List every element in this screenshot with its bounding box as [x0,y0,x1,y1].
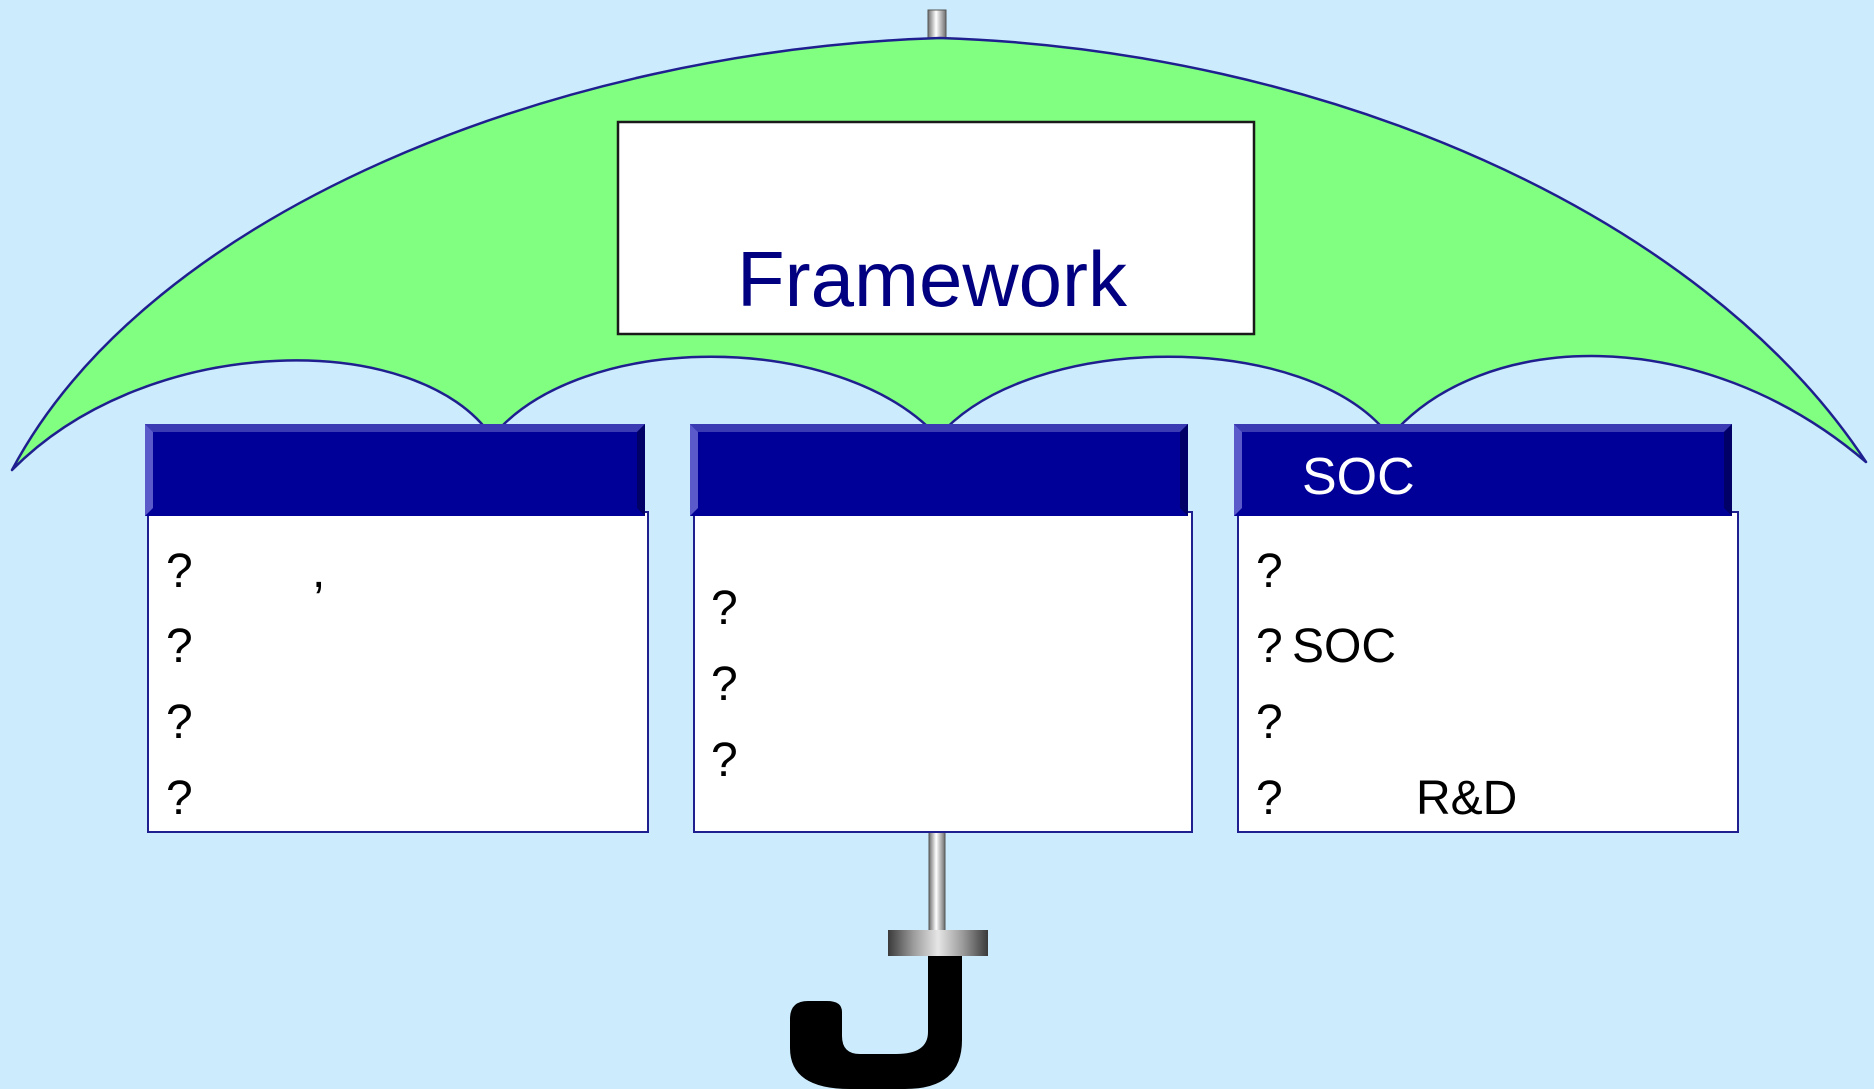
list-item-bullet: ? [1256,620,1283,673]
panel-right-header [1234,424,1732,516]
panel-right-header-label: SOC [1302,448,1415,506]
list-item-bullet: ? [166,620,193,673]
panel-middle-header [690,424,1188,516]
list-item-bullet: ? [711,734,738,787]
umbrella-shaft [928,829,946,939]
umbrella-handle [790,956,962,1089]
list-item-text: SOC [1292,620,1396,673]
panel-left-body [147,511,649,833]
list-item-bullet: ? [1256,696,1283,749]
list-item-bullet: ? [166,696,193,749]
umbrella-collar [888,930,988,956]
list-item-bullet: ? [1256,545,1283,598]
list-item-bullet: ? [166,545,193,598]
list-item-text: , [312,545,325,598]
panel-left-header [145,424,645,516]
list-item-bullet: ? [166,772,193,825]
framework-title-box: Framework [616,120,1256,336]
list-item-bullet: ? [711,658,738,711]
list-item-bullet: ? [711,582,738,635]
panel-middle-body [693,511,1193,833]
panel-right: SOC ? ? SOC ? ? R&D [1234,424,1739,833]
framework-title: Framework [737,235,1128,323]
panel-middle: ? ? ? [690,424,1193,833]
list-item-text: R&D [1416,772,1517,825]
panel-left: ? , ? ? ? [145,424,649,833]
list-item-bullet: ? [1256,772,1283,825]
